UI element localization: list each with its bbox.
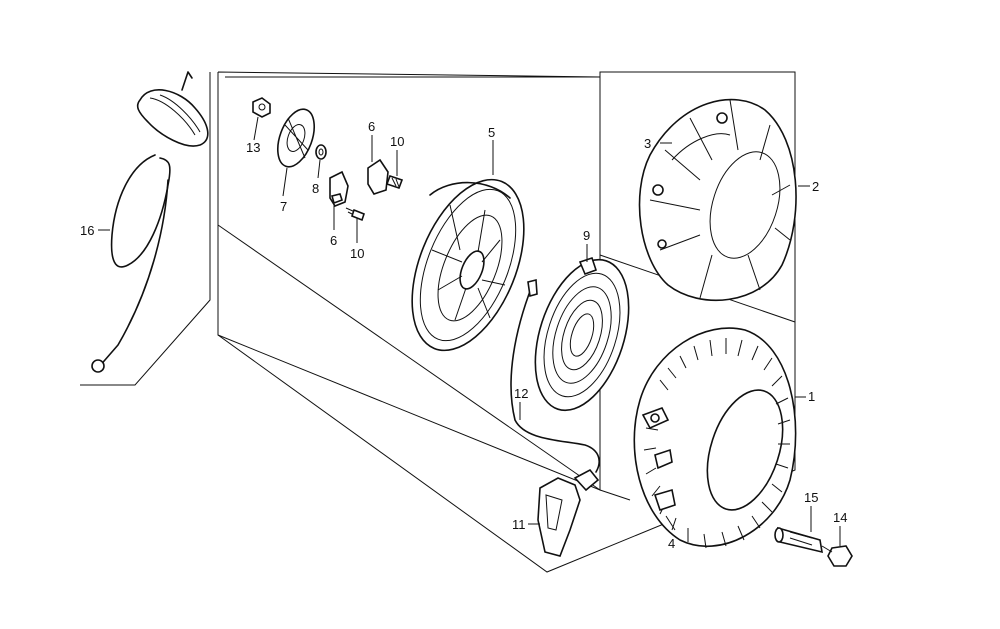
nut: [252, 97, 271, 118]
ratchet-upper: [367, 158, 404, 195]
collar: [774, 526, 823, 554]
label-part-9: 9: [583, 228, 590, 243]
ratchet-lower: [329, 170, 365, 222]
label-part-10b: 10: [350, 246, 364, 261]
label-part-14: 14: [833, 510, 847, 525]
spring: [315, 144, 327, 160]
starter-case: [633, 327, 797, 549]
rope-guide: [537, 468, 600, 557]
recoil-spring: [534, 256, 630, 412]
starter-grip-and-rope: [91, 71, 209, 373]
label-part-16: 16: [80, 223, 94, 238]
label-part-12: 12: [514, 386, 528, 401]
label-part-1: 1: [808, 389, 815, 404]
label-part-7: 7: [280, 199, 287, 214]
label-part-6a: 6: [368, 119, 375, 134]
label-part-5: 5: [488, 125, 495, 140]
label-part-6b: 6: [330, 233, 337, 248]
label-part-10a: 10: [390, 134, 404, 149]
label-part-4: 4: [668, 536, 675, 551]
label-part-2: 2: [812, 179, 819, 194]
label-part-13: 13: [246, 140, 260, 155]
label-part-8: 8: [312, 181, 319, 196]
reel: [411, 178, 525, 352]
friction-plate: [276, 108, 316, 168]
part-labels: 1 2 3 4 5 6 6 7 8 9 10 10 11 12 13 14 15…: [80, 119, 847, 551]
label-part-15: 15: [804, 490, 818, 505]
label-part-11: 11: [512, 517, 526, 532]
bolt: [821, 545, 853, 567]
leader-lines: [98, 116, 841, 546]
label-part-3: 3: [644, 136, 651, 151]
starter-rope: [510, 278, 600, 473]
starter-cover-outer: [638, 98, 797, 302]
